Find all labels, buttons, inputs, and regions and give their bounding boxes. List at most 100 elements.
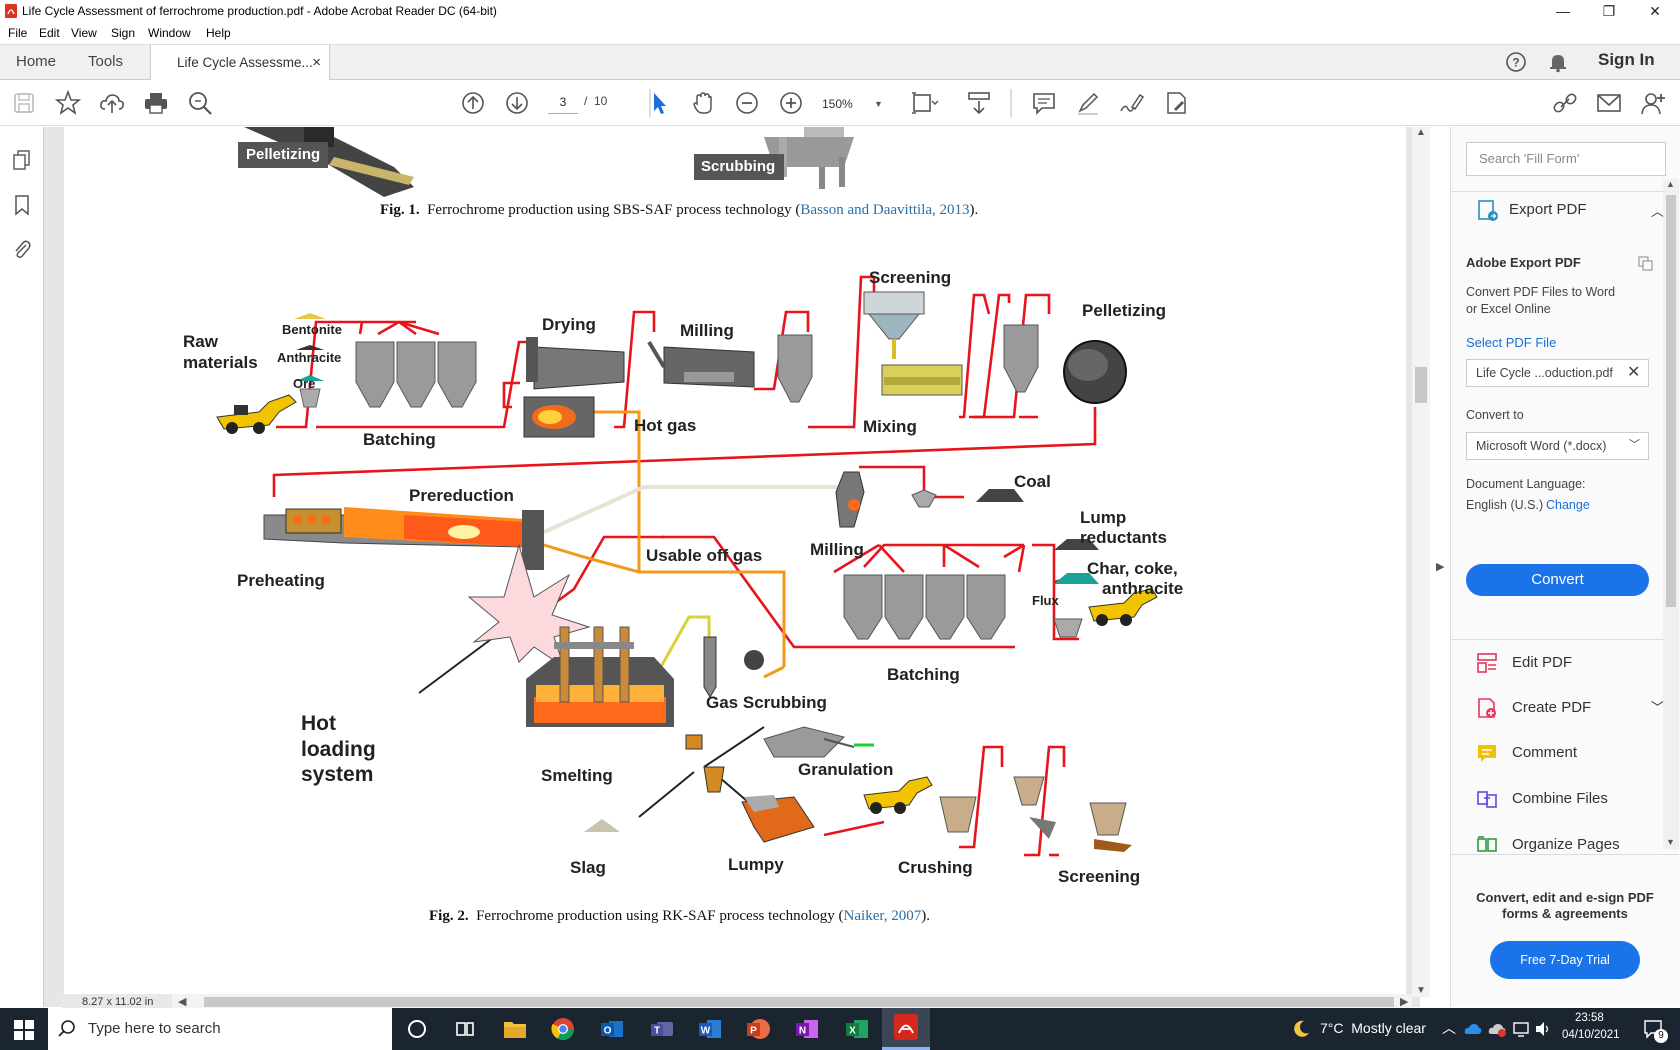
change-language-link[interactable]: Change bbox=[1546, 498, 1590, 512]
onenote-icon[interactable]: N bbox=[792, 1014, 822, 1044]
restore-button[interactable]: ❐ bbox=[1586, 0, 1632, 22]
tab-document[interactable]: Life Cycle Assessme... × bbox=[150, 45, 330, 81]
highlight-pen-icon[interactable] bbox=[1074, 89, 1102, 117]
zoom-out-icon[interactable] bbox=[733, 89, 761, 117]
bookmark-icon[interactable] bbox=[11, 194, 33, 216]
email-icon[interactable] bbox=[1595, 89, 1623, 117]
page-number-input[interactable]: 3 bbox=[548, 90, 578, 114]
menu-file[interactable]: File bbox=[8, 26, 27, 40]
fill-form-search-input[interactable]: Search 'Fill Form' bbox=[1466, 142, 1666, 176]
menu-edit[interactable]: Edit bbox=[39, 26, 60, 40]
clock-time[interactable]: 23:58 bbox=[1575, 1012, 1604, 1024]
comment-icon[interactable] bbox=[1030, 89, 1058, 117]
scroll-up-arrow-icon[interactable]: ▲ bbox=[1416, 127, 1426, 138]
scroll-mode-icon[interactable] bbox=[965, 89, 993, 117]
menu-sign[interactable]: Sign bbox=[111, 26, 135, 40]
windows-start-icon[interactable] bbox=[14, 1020, 34, 1040]
zoom-in-icon[interactable] bbox=[777, 89, 805, 117]
notification-bell-icon[interactable] bbox=[1547, 51, 1569, 73]
save-icon[interactable] bbox=[10, 89, 38, 117]
scroll-right-arrow-icon[interactable]: ▶ bbox=[1400, 995, 1408, 1008]
star-icon[interactable] bbox=[54, 89, 82, 117]
copy-icon[interactable] bbox=[1637, 255, 1653, 271]
search-icon[interactable] bbox=[186, 89, 214, 117]
network-icon[interactable] bbox=[1512, 1021, 1530, 1037]
panel-scroll-down-icon[interactable]: ▼ bbox=[1666, 837, 1675, 847]
more-tools-icon[interactable] bbox=[1162, 89, 1190, 117]
expand-right-panel-arrow-icon[interactable]: ▶ bbox=[1436, 560, 1444, 573]
tab-home[interactable]: Home bbox=[16, 45, 56, 79]
hand-tool-icon[interactable] bbox=[689, 89, 717, 117]
menu-window[interactable]: Window bbox=[148, 26, 191, 40]
previous-page-icon[interactable] bbox=[459, 89, 487, 117]
file-explorer-icon[interactable] bbox=[500, 1014, 530, 1044]
taskbar-search-box[interactable]: Type here to search bbox=[48, 1008, 392, 1050]
volume-icon[interactable] bbox=[1534, 1021, 1552, 1037]
format-dropdown[interactable]: Microsoft Word (*.docx) bbox=[1466, 432, 1649, 460]
scroll-thumb[interactable] bbox=[1415, 367, 1427, 403]
label-anthracite: Anthracite bbox=[277, 350, 341, 365]
outlook-icon[interactable]: O bbox=[597, 1014, 627, 1044]
panel-scrollbar[interactable]: ▲ ▼ bbox=[1663, 179, 1679, 849]
orange-gas-lines bbox=[534, 412, 784, 677]
panel-scroll-thumb[interactable] bbox=[1666, 195, 1676, 607]
next-page-icon[interactable] bbox=[503, 89, 531, 117]
clock-date[interactable]: 04/10/2021 bbox=[1562, 1029, 1620, 1041]
chrome-icon[interactable] bbox=[548, 1014, 578, 1044]
add-user-icon[interactable] bbox=[1639, 89, 1667, 117]
help-icon[interactable]: ? bbox=[1505, 51, 1527, 73]
convert-button[interactable]: Convert bbox=[1466, 564, 1649, 596]
panel-scroll-up-icon[interactable]: ▲ bbox=[1666, 179, 1675, 189]
scroll-down-arrow-icon[interactable]: ▼ bbox=[1416, 985, 1426, 996]
cloud-sync-icon[interactable] bbox=[1488, 1021, 1506, 1037]
print-icon[interactable] bbox=[142, 89, 170, 117]
attachment-icon[interactable] bbox=[11, 239, 33, 261]
tray-chevron-up-icon[interactable]: ︿ bbox=[1442, 1018, 1456, 1038]
fig1-citation-link[interactable]: Basson and Daavittila, 2013 bbox=[800, 202, 969, 218]
task-view-icon[interactable] bbox=[450, 1014, 480, 1044]
tool-comment[interactable]: Comment bbox=[1476, 739, 1676, 767]
tool-create-pdf[interactable]: Create PDF ﹀ bbox=[1476, 694, 1676, 722]
fill-sign-icon[interactable] bbox=[1118, 89, 1146, 117]
select-cursor-icon[interactable] bbox=[645, 89, 673, 117]
tab-tools[interactable]: Tools bbox=[88, 45, 123, 79]
tool-edit-pdf[interactable]: Edit PDF bbox=[1476, 649, 1676, 677]
excel-icon[interactable]: X bbox=[842, 1014, 872, 1044]
minimize-button[interactable]: — bbox=[1540, 0, 1586, 22]
vertical-scrollbar[interactable]: ▲ ▼ bbox=[1412, 127, 1430, 997]
menu-help[interactable]: Help bbox=[206, 26, 231, 40]
label-milling-top: Milling bbox=[680, 321, 734, 341]
create-pdf-icon bbox=[1476, 697, 1498, 719]
page-thumbnails-icon[interactable] bbox=[11, 149, 33, 171]
toolbar: 150% ▼ bbox=[0, 80, 1680, 126]
label-prereduction: Prereduction bbox=[409, 486, 514, 506]
scroll-left-arrow-icon[interactable]: ◀ bbox=[178, 995, 186, 1008]
fig2-caption-text: Ferrochrome production using RK-SAF proc… bbox=[476, 908, 843, 924]
cloud-upload-icon[interactable] bbox=[98, 89, 126, 117]
clear-file-icon[interactable]: ✕ bbox=[1627, 362, 1640, 382]
onedrive-icon[interactable] bbox=[1464, 1021, 1482, 1037]
tool-combine-files[interactable]: Combine Files bbox=[1476, 785, 1676, 813]
zoom-select[interactable]: 150% ▼ bbox=[822, 93, 888, 115]
sign-in-button[interactable]: Sign In bbox=[1598, 50, 1655, 70]
export-pdf-heading[interactable]: Export PDF bbox=[1509, 201, 1587, 218]
powerpoint-icon[interactable]: P bbox=[743, 1014, 773, 1044]
cortana-icon[interactable] bbox=[402, 1014, 432, 1044]
selected-file-field[interactable]: Life Cycle ...oduction.pdf bbox=[1466, 359, 1649, 387]
label-ore: Ore bbox=[293, 376, 315, 391]
share-link-icon[interactable] bbox=[1551, 89, 1579, 117]
notification-count-badge: 9 bbox=[1654, 1029, 1668, 1043]
fig2-citation-link[interactable]: Naiker, 2007 bbox=[844, 908, 922, 924]
fig2-caption-label: Fig. 2. bbox=[429, 908, 469, 924]
label-char-coke-2: anthracite bbox=[1102, 579, 1183, 599]
teams-icon[interactable]: T bbox=[647, 1014, 677, 1044]
fit-page-icon[interactable] bbox=[910, 89, 938, 117]
close-window-button[interactable]: ✕ bbox=[1632, 0, 1678, 22]
horizontal-scroll-thumb[interactable] bbox=[204, 997, 1394, 1007]
weather-text[interactable]: 7°C Mostly clear bbox=[1320, 1020, 1426, 1036]
menu-view[interactable]: View bbox=[71, 26, 97, 40]
word-icon[interactable]: W bbox=[695, 1014, 725, 1044]
free-trial-button[interactable]: Free 7-Day Trial bbox=[1490, 941, 1640, 979]
tab-close-button[interactable]: × bbox=[312, 45, 321, 81]
acrobat-taskbar-button[interactable] bbox=[882, 1008, 930, 1050]
